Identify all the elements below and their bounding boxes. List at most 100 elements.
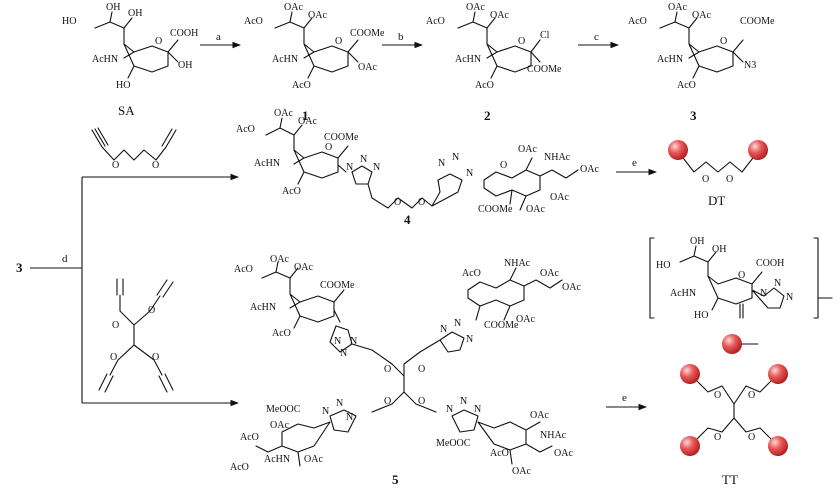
reaction-arrow-a: a — [200, 31, 242, 49]
atom-label: AcHN — [92, 54, 118, 65]
atom-label: O — [394, 197, 401, 208]
reaction-arrow-e-bottom: e — [606, 392, 648, 411]
atom-label: AcO — [475, 80, 494, 91]
atom-label: OAc — [274, 108, 293, 119]
atom-label: MeOOC — [266, 404, 301, 415]
atom-label: OAc — [516, 314, 535, 325]
atom-label: COOH — [756, 258, 784, 269]
atom-label: OAc — [540, 268, 559, 279]
atom-label: N3 — [744, 60, 756, 71]
atom-label: AcHN — [455, 54, 481, 65]
atom-label: N — [466, 168, 473, 179]
atom-label: O — [748, 432, 755, 443]
atom-label: O — [720, 36, 727, 47]
atom-label: OH — [178, 60, 192, 71]
dialkyne-reagent: O O — [91, 127, 177, 171]
compound-number: 2 — [484, 108, 491, 123]
atom-label: OAc — [562, 282, 581, 293]
atom-label: AcO — [677, 80, 696, 91]
atom-label: COOMe — [478, 204, 513, 215]
atom-label: AcO — [230, 462, 249, 473]
atom-label: HO — [62, 16, 76, 27]
atom-label: N — [474, 404, 481, 415]
atom-label: OAc — [668, 2, 687, 13]
atom-label: OAc — [304, 454, 323, 465]
atom-label: N — [336, 398, 343, 409]
compound-number: 3 — [690, 108, 697, 123]
atom-label: N — [446, 404, 453, 415]
atom-label: O — [335, 36, 342, 47]
atom-label: OAc — [512, 466, 531, 477]
tt-product: O O O O TT — [680, 364, 788, 487]
atom-label: COOMe — [484, 320, 519, 331]
compound-number: 1 — [302, 108, 309, 123]
atom-label: OAc — [530, 410, 549, 421]
atom-label: AcO — [240, 432, 259, 443]
atom-label: OAc — [490, 10, 509, 21]
atom-label: OAc — [692, 10, 711, 21]
atom-label: O — [738, 270, 745, 281]
atom-label: OAc — [294, 262, 313, 273]
atom-label: N — [438, 158, 445, 169]
atom-label: O — [714, 390, 721, 401]
atom-label: HO — [656, 260, 670, 271]
atom-label: N — [440, 324, 447, 335]
atom-label: AcO — [490, 448, 509, 459]
atom-label: MeOOC — [436, 438, 471, 449]
atom-label: O — [148, 305, 155, 316]
tetraalkyne-reagent: O O O O — [98, 278, 174, 393]
atom-label: AcO — [292, 80, 311, 91]
atom-label: AcO — [462, 268, 481, 279]
atom-label: OAc — [270, 254, 289, 265]
reagent-label: e — [622, 392, 627, 404]
atom-label: NHAc — [544, 152, 571, 163]
atom-label: N — [454, 318, 461, 329]
atom-label: OAc — [580, 164, 599, 175]
atom-label: AcHN — [254, 158, 280, 169]
reaction-arrow-c: c — [578, 31, 620, 49]
atom-label: OAc — [550, 192, 569, 203]
atom-label: AcHN — [657, 54, 683, 65]
atom-label: COOMe — [350, 28, 385, 39]
compound-name: DT — [708, 193, 725, 208]
atom-label: HO — [116, 80, 130, 91]
atom-label: O — [418, 197, 425, 208]
atom-label: O — [325, 142, 332, 153]
compound-3: AcO OAc OAc COOMe AcHN AcO N3 O 3 — [628, 2, 775, 123]
atom-label: NHAc — [540, 430, 567, 441]
compound-number: 4 — [404, 212, 411, 227]
sugar-sphere — [768, 436, 788, 456]
atom-label: O — [702, 174, 709, 185]
atom-label: COOMe — [320, 280, 355, 291]
atom-label: OAc — [358, 62, 377, 73]
sugar-sphere — [668, 140, 688, 160]
atom-label: O — [418, 364, 425, 375]
atom-label: N — [360, 154, 367, 165]
compound-sa: HO OH OH COOH AcHN HO OH O SA — [62, 2, 198, 118]
atom-label: COOMe — [740, 16, 775, 27]
atom-label: OAc — [526, 204, 545, 215]
compound-name: SA — [118, 103, 135, 118]
atom-label: COOH — [170, 28, 198, 39]
atom-label: O — [384, 364, 391, 375]
atom-label: OAc — [554, 448, 573, 459]
atom-label: AcO — [272, 328, 291, 339]
atom-label: N — [786, 292, 793, 303]
reagent-label: a — [216, 31, 221, 43]
atom-label: OAc — [466, 2, 485, 13]
reaction-arrow-b: b — [382, 31, 424, 49]
sugar-sphere — [680, 436, 700, 456]
atom-label: N — [340, 348, 347, 359]
atom-label: O — [155, 36, 162, 47]
atom-label: N — [350, 336, 357, 347]
atom-label: AcHN — [264, 454, 290, 465]
atom-label: Cl — [540, 30, 550, 41]
atom-label: O — [152, 352, 159, 363]
atom-label: N — [760, 288, 767, 299]
compound-number: 5 — [392, 472, 399, 487]
compound-1: AcO OAc OAc COOMe AcHN AcO OAc O 1 — [244, 2, 385, 123]
atom-label: OAc — [284, 2, 303, 13]
atom-label: O — [500, 160, 507, 171]
atom-label: OH — [128, 8, 142, 19]
atom-label: O — [518, 36, 525, 47]
